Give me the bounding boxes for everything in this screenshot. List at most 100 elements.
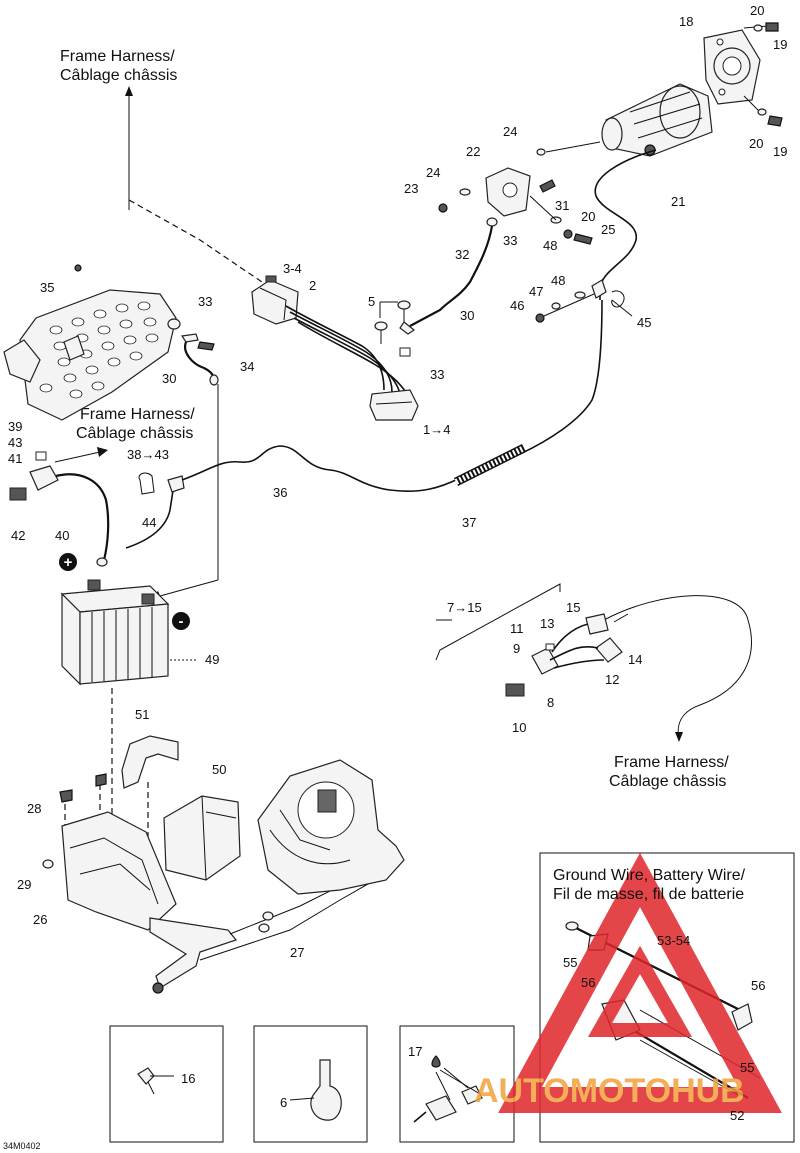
polarity-plus-icon: + bbox=[59, 553, 77, 571]
conduit-37 bbox=[453, 443, 527, 487]
callout: 51 bbox=[135, 707, 149, 722]
callout: 33 bbox=[503, 233, 517, 248]
callout-labels: 18 20 19 24 22 20 19 24 23 31 21 20 25 4… bbox=[8, 3, 787, 1123]
starter-fasteners bbox=[536, 22, 783, 156]
solenoid-bracket bbox=[438, 167, 593, 245]
callout: 46 bbox=[510, 298, 524, 313]
caption-frame-harness-top: Frame Harness/ Câblage châssis bbox=[60, 48, 177, 84]
fasteners-26 bbox=[42, 773, 274, 994]
battery-strap bbox=[121, 735, 179, 789]
cable-32 bbox=[399, 217, 498, 335]
callout: 29 bbox=[17, 877, 31, 892]
connector-1 bbox=[369, 389, 419, 421]
starter-bracket bbox=[703, 29, 761, 105]
wire-bundle bbox=[285, 305, 409, 397]
callout: 38→43 bbox=[127, 447, 169, 462]
callout: 5 bbox=[368, 294, 375, 309]
callout: 27 bbox=[290, 945, 304, 960]
callout: 55 bbox=[563, 955, 577, 970]
callout: 24 bbox=[426, 165, 440, 180]
callout: 43 bbox=[8, 435, 22, 450]
callout: 48 bbox=[543, 238, 557, 253]
callout: 17 bbox=[408, 1044, 422, 1059]
callout: 56 bbox=[751, 978, 765, 993]
connector-2 bbox=[251, 275, 299, 325]
callout: 40 bbox=[55, 528, 69, 543]
figure-code: 34M0402 bbox=[3, 1141, 41, 1151]
callout: 24 bbox=[503, 124, 517, 139]
caption-line: Frame Harness/ bbox=[80, 406, 195, 423]
callout: 33 bbox=[430, 367, 444, 382]
callout: 19 bbox=[773, 144, 787, 159]
detail-box-6 bbox=[253, 1025, 368, 1143]
starter-motor bbox=[601, 83, 713, 157]
callout: 18 bbox=[679, 14, 693, 29]
callout: 55 bbox=[740, 1060, 754, 1075]
caption-line: Frame Harness/ bbox=[614, 754, 729, 771]
callout: 32 bbox=[455, 247, 469, 262]
callout: 7→15 bbox=[447, 600, 482, 615]
callout: 50 bbox=[212, 762, 226, 777]
callout: 30 bbox=[460, 308, 474, 323]
callout: 13 bbox=[540, 616, 554, 631]
ground-cable-30 bbox=[167, 318, 219, 386]
callout: 12 bbox=[605, 672, 619, 687]
heat-shield bbox=[3, 264, 177, 421]
sub-harness bbox=[505, 613, 629, 697]
fuse-holder-41 bbox=[9, 451, 110, 567]
detail-box-16 bbox=[109, 1025, 224, 1143]
callout: 20 bbox=[750, 3, 764, 18]
polarity-minus: - bbox=[179, 613, 184, 630]
callout: 25 bbox=[601, 222, 615, 237]
callout: 15 bbox=[566, 600, 580, 615]
caption-line: Fil de masse, fil de batterie bbox=[553, 886, 744, 903]
watermark-text: AUTOMOTOHUB bbox=[474, 1072, 745, 1110]
callout: 9 bbox=[513, 641, 520, 656]
callout: 16 bbox=[181, 1071, 195, 1086]
callout: 48 bbox=[551, 273, 565, 288]
callout: 56 bbox=[581, 975, 595, 990]
callout: 8 bbox=[547, 695, 554, 710]
callout: 10 bbox=[512, 720, 526, 735]
caption-line: Câblage châssis bbox=[609, 773, 726, 790]
cable-starter-loop bbox=[535, 149, 657, 323]
cable-36 bbox=[125, 299, 603, 549]
caption-line: Frame Harness/ bbox=[60, 48, 175, 65]
callout: 19 bbox=[773, 37, 787, 52]
callout: 44 bbox=[142, 515, 156, 530]
callout: 20 bbox=[581, 209, 595, 224]
callout: 36 bbox=[273, 485, 287, 500]
frame-harness-arrow-right bbox=[603, 595, 752, 742]
callout: 1→4 bbox=[423, 422, 450, 437]
callout: 31 bbox=[555, 198, 569, 213]
callout: 37 bbox=[462, 515, 476, 530]
battery-tray bbox=[61, 811, 401, 989]
callout: 28 bbox=[27, 801, 41, 816]
sub-harness-bracket bbox=[435, 583, 561, 661]
polarity-plus: + bbox=[64, 554, 73, 571]
callout: 3-4 bbox=[283, 261, 302, 276]
caption-frame-harness-right: Frame Harness/ Câblage châssis bbox=[609, 754, 729, 790]
screw-5 bbox=[374, 300, 411, 357]
caption-line: Câblage châssis bbox=[76, 425, 193, 442]
callout: 11 bbox=[510, 621, 524, 636]
battery-cover bbox=[163, 795, 241, 881]
caption-ground-wire: Ground Wire, Battery Wire/ Fil de masse,… bbox=[553, 867, 746, 903]
caption-line: Câblage châssis bbox=[60, 67, 177, 84]
callout: 52 bbox=[730, 1108, 744, 1123]
caption-line: Ground Wire, Battery Wire/ bbox=[553, 867, 746, 884]
callout: 35 bbox=[40, 280, 54, 295]
battery bbox=[60, 579, 198, 686]
watermark-logo: AUTOMOTOHUB bbox=[474, 852, 782, 1113]
callout: 23 bbox=[404, 181, 418, 196]
callout: 26 bbox=[33, 912, 47, 927]
callout: 42 bbox=[11, 528, 25, 543]
polarity-minus-icon: - bbox=[172, 612, 190, 630]
callout: 53-54 bbox=[657, 933, 690, 948]
callout: 30 bbox=[162, 371, 176, 386]
callout: 2 bbox=[309, 278, 316, 293]
caption-frame-harness-mid: Frame Harness/ Câblage châssis bbox=[76, 406, 195, 442]
callout: 45 bbox=[637, 315, 651, 330]
callout: 39 bbox=[8, 419, 22, 434]
